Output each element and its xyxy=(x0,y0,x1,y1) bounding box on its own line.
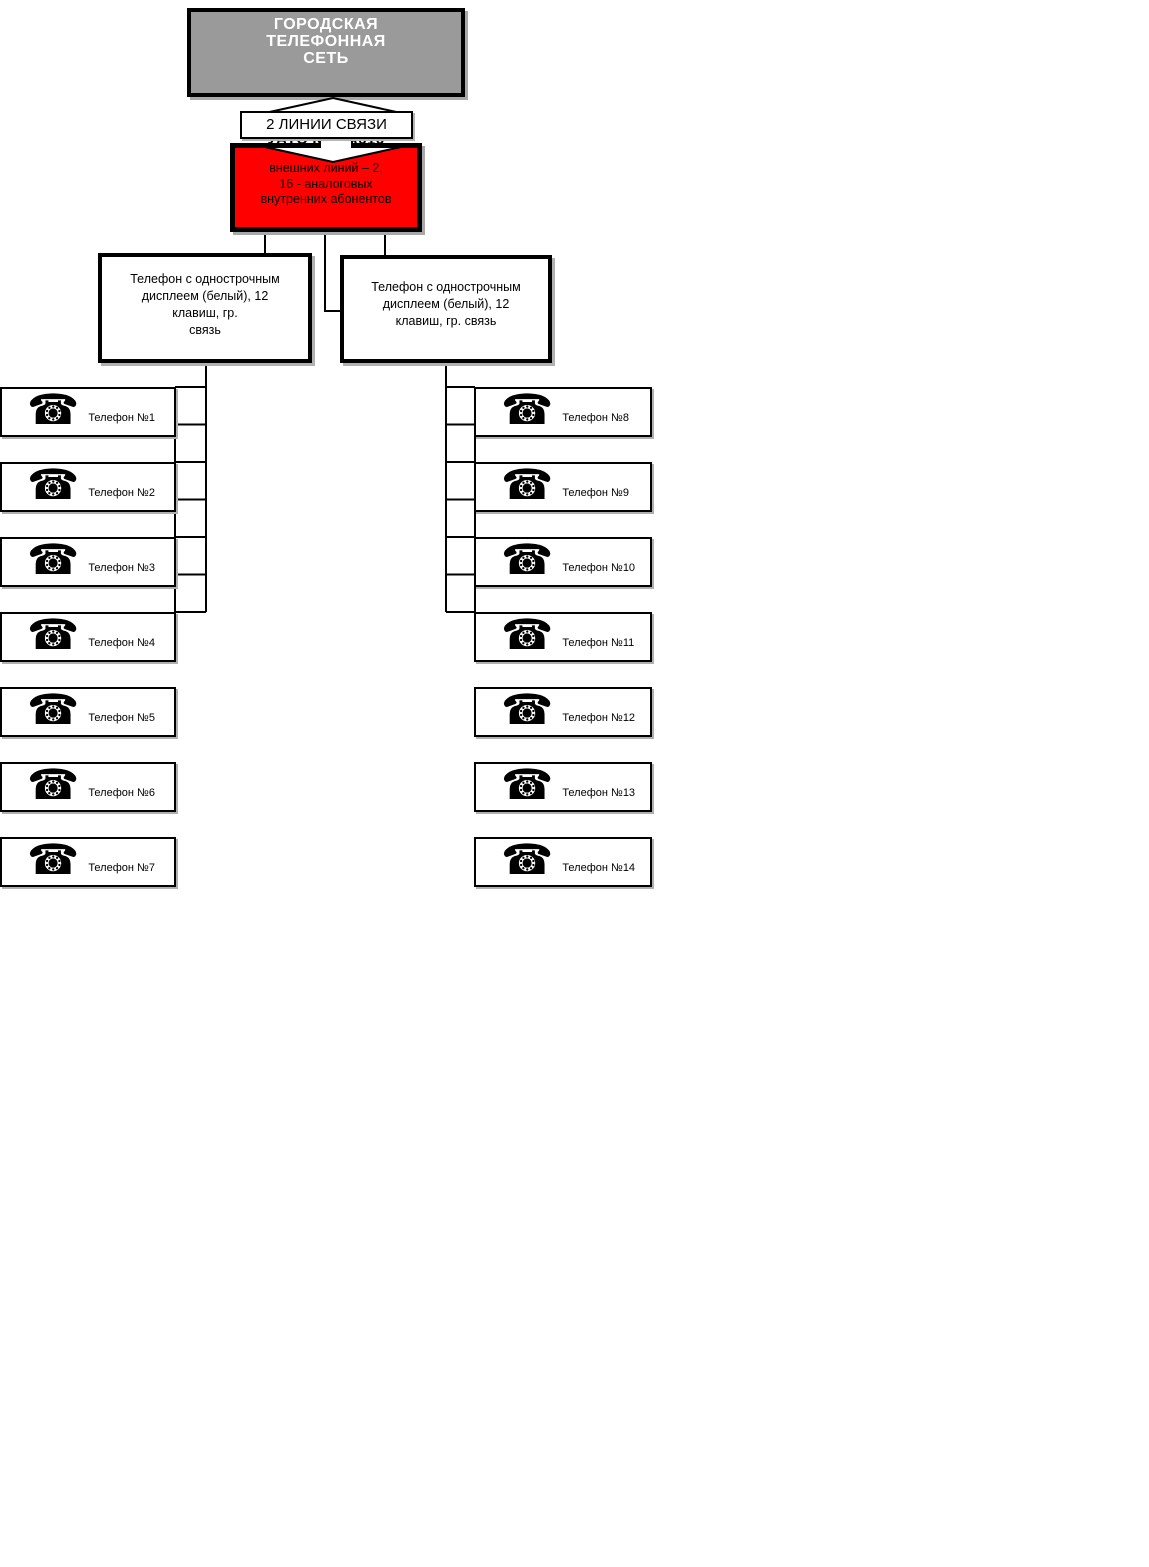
phone-label: Телефон №2 xyxy=(88,487,155,499)
phone-label: Телефон №6 xyxy=(88,787,155,799)
phone-label: Телефон №4 xyxy=(88,637,155,649)
phone-label: Телефон №13 xyxy=(562,787,636,799)
phone-icon: ☎ xyxy=(501,385,554,434)
phone-box-3: ☎ Телефон №3 xyxy=(0,537,176,587)
city-network-line: СЕТЬ xyxy=(303,50,349,67)
phone-label: Телефон №1 xyxy=(88,412,155,424)
pbx-box: внешних линий – 2, 16 - аналоговых внутр… xyxy=(230,143,422,232)
group-left-line: Телефон с однострочным xyxy=(130,272,280,286)
link-lines-label: 2 ЛИНИИ СВЯЗИ xyxy=(240,111,413,139)
group-right-line: дисплеем (белый), 12 xyxy=(382,297,510,311)
pbx-line: 16 - аналоговых xyxy=(279,176,373,191)
phone-icon: ☎ xyxy=(501,685,554,734)
phone-label: Телефон №7 xyxy=(88,862,155,874)
phone-box-7: ☎ Телефон №7 xyxy=(0,837,176,887)
phone-icon: ☎ xyxy=(501,535,554,584)
city-network-box: ГОРОДСКАЯ ТЕЛЕФОННАЯ СЕТЬ xyxy=(187,8,465,97)
phone-icon: ☎ xyxy=(27,460,80,509)
phone-box-6: ☎ Телефон №6 xyxy=(0,762,176,812)
phone-box-14: ☎ Телефон №14 xyxy=(474,837,652,887)
extension-group-left-box: Телефон с однострочным дисплеем (белый),… xyxy=(98,253,312,363)
phone-icon: ☎ xyxy=(501,460,554,509)
city-network-line: ГОРОДСКАЯ xyxy=(273,16,379,33)
phone-label: Телефон №8 xyxy=(562,412,629,424)
phone-icon: ☎ xyxy=(27,535,80,584)
phone-label: Телефон №3 xyxy=(88,562,155,574)
group-left-line: дисплеем (белый), 12 xyxy=(141,289,269,303)
phone-box-10: ☎ Телефон №10 xyxy=(474,537,652,587)
phone-box-2: ☎ Телефон №2 xyxy=(0,462,176,512)
phone-box-9: ☎ Телефон №9 xyxy=(474,462,652,512)
pbx-line: внутренних абонентов xyxy=(260,192,392,206)
pbx-line: внешних линий – 2, xyxy=(269,161,383,175)
phone-label: Телефон №14 xyxy=(562,862,636,874)
phone-label: Телефон №10 xyxy=(562,562,636,574)
phone-icon: ☎ xyxy=(27,835,80,884)
city-network-line: ТЕЛЕФОННАЯ xyxy=(266,33,386,50)
phone-label: Телефон №5 xyxy=(88,712,155,724)
phone-box-12: ☎ Телефон №12 xyxy=(474,687,652,737)
extension-group-right-box: Телефон с однострочным дисплеем (белый),… xyxy=(340,255,552,363)
group-right-line: Телефон с однострочным xyxy=(371,280,521,294)
phone-box-5: ☎ Телефон №5 xyxy=(0,687,176,737)
phone-icon: ☎ xyxy=(27,685,80,734)
group-left-line: клавиш, гр. xyxy=(172,306,238,320)
phone-box-1: ☎ Телефон №1 xyxy=(0,387,176,437)
phone-icon: ☎ xyxy=(27,385,80,434)
group-right-line: клавиш, гр. связь xyxy=(395,314,497,328)
phone-box-11: ☎ Телефон №11 xyxy=(474,612,652,662)
group-left-line: связь xyxy=(189,323,221,337)
phone-label: Телефон №9 xyxy=(562,487,629,499)
phone-icon: ☎ xyxy=(501,835,554,884)
phone-box-13: ☎ Телефон №13 xyxy=(474,762,652,812)
phone-label: Телефон №11 xyxy=(562,637,635,649)
phone-icon: ☎ xyxy=(27,610,80,659)
phone-icon: ☎ xyxy=(27,760,80,809)
phone-label: Телефон №12 xyxy=(562,712,636,724)
phone-box-4: ☎ Телефон №4 xyxy=(0,612,176,662)
phone-box-8: ☎ Телефон №8 xyxy=(474,387,652,437)
phone-icon: ☎ xyxy=(501,610,554,659)
phone-icon: ☎ xyxy=(501,760,554,809)
